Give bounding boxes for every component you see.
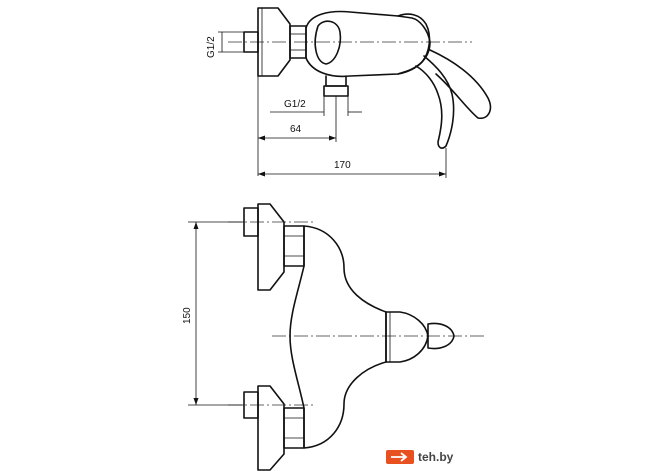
front-lever-knob bbox=[427, 322, 455, 350]
dim-64-label: 64 bbox=[290, 124, 302, 135]
dim-inlet-label: G1/2 bbox=[206, 36, 217, 58]
watermark-text: teh.by bbox=[418, 450, 454, 464]
front-bottom-flange bbox=[257, 385, 285, 471]
front-top-nut bbox=[283, 225, 305, 267]
side-body-recess bbox=[314, 20, 342, 65]
watermark: teh.by bbox=[386, 447, 490, 467]
watermark-logo-icon bbox=[386, 450, 414, 464]
dim-170-label: 170 bbox=[334, 160, 351, 171]
watermark-arrow-icon bbox=[391, 452, 408, 462]
side-view: G1/2 G1/2 64 170 bbox=[206, 7, 492, 178]
front-body bbox=[289, 225, 387, 449]
front-view: 150 bbox=[182, 203, 486, 471]
front-top-stub bbox=[243, 207, 259, 237]
side-inlet-stub bbox=[243, 31, 259, 53]
side-outlet-top bbox=[325, 75, 347, 87]
front-cartridge bbox=[385, 311, 429, 363]
side-lever bbox=[415, 55, 455, 149]
dim-150-label: 150 bbox=[182, 307, 193, 324]
dim-outlet-label: G1/2 bbox=[284, 99, 306, 110]
front-bottom-nut bbox=[283, 407, 305, 449]
front-top-flange bbox=[257, 203, 285, 291]
front-bottom-stub bbox=[243, 391, 259, 419]
side-cartridge-cap bbox=[397, 13, 431, 75]
side-outlet-thread bbox=[323, 85, 349, 97]
side-lever-alt bbox=[429, 49, 492, 120]
